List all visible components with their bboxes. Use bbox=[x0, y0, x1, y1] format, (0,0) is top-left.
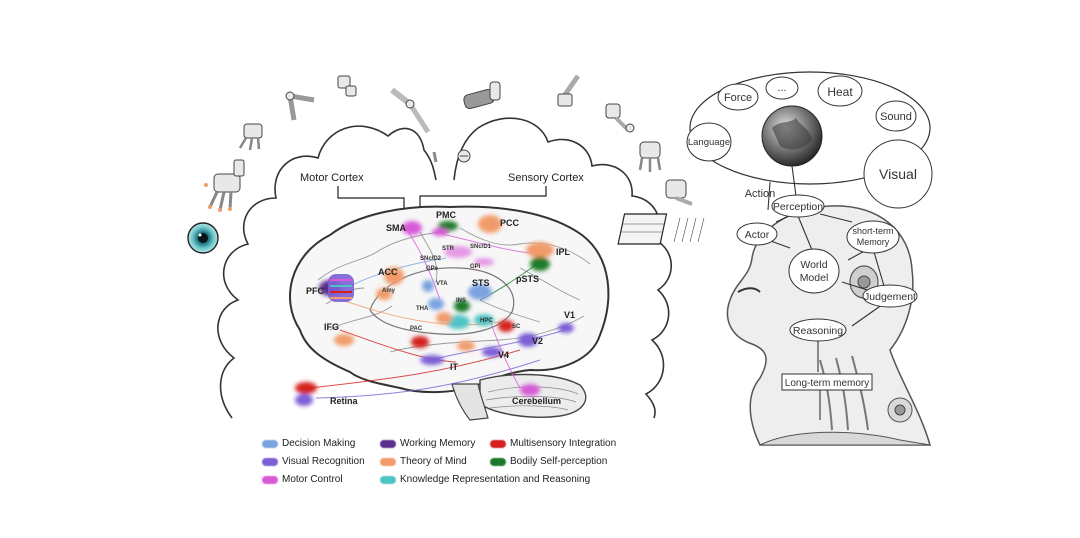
robot-arm-icon bbox=[557, 74, 581, 107]
label-ins: INS bbox=[456, 298, 466, 304]
robot-arm-icon bbox=[463, 81, 501, 110]
cortex-cloud-outline bbox=[217, 117, 672, 419]
label-psts: pSTS bbox=[516, 274, 539, 284]
legend-swatch bbox=[262, 475, 278, 484]
label-tha: THA bbox=[416, 306, 429, 312]
label-retina: Retina bbox=[330, 396, 359, 406]
label-pac: PAC bbox=[410, 326, 423, 332]
label-v4: V4 bbox=[498, 350, 509, 360]
legend-item: Knowledge Representation and Reasoning bbox=[380, 474, 590, 485]
node-ellipsis: ... bbox=[777, 82, 786, 94]
eye-icon bbox=[187, 222, 219, 254]
node-actor: Actor bbox=[745, 229, 770, 241]
label-sma: SMA bbox=[386, 223, 407, 233]
legend-label: Visual Recognition bbox=[282, 456, 365, 467]
node-perception: Perception bbox=[773, 201, 823, 213]
label-gpi: GPi bbox=[470, 264, 481, 270]
robot-hand-icon bbox=[204, 159, 245, 212]
legend-label: Knowledge Representation and Reasoning bbox=[400, 474, 591, 485]
node-reasoning: Reasoning bbox=[793, 325, 843, 337]
cognition-graph: Action Perception Actor short-term Memor… bbox=[736, 165, 918, 420]
region-blobs bbox=[295, 215, 574, 406]
sensory-cortex-label: Sensory Cortex bbox=[508, 172, 584, 184]
node-heat: Heat bbox=[827, 85, 853, 99]
label-pfc: PFC bbox=[306, 286, 325, 296]
node-action: Action bbox=[745, 188, 776, 200]
brainstem-shape bbox=[451, 383, 489, 421]
legend-item: Working Memory bbox=[380, 438, 475, 449]
label-sts: STS bbox=[472, 278, 490, 288]
label-it: IT bbox=[450, 362, 459, 372]
legend-swatch bbox=[380, 457, 396, 466]
legend-swatch bbox=[490, 457, 506, 466]
node-world-model-2: Model bbox=[800, 272, 829, 284]
legend-item: Visual Recognition bbox=[262, 456, 365, 467]
robot-arm-icon bbox=[665, 179, 693, 206]
legend-swatch bbox=[262, 457, 278, 466]
earth-globe-icon bbox=[761, 105, 823, 167]
node-short-term-1: short-term bbox=[852, 226, 893, 236]
label-vta: VTA bbox=[436, 281, 448, 287]
legend-swatch bbox=[380, 475, 396, 484]
label-amy: Amy bbox=[382, 288, 396, 294]
node-sound: Sound bbox=[880, 111, 912, 123]
motor-cortex-label: Motor Cortex bbox=[300, 172, 364, 184]
brain-diagram: SMA PMC PCC IPL ACC PFC IFG STS pSTS VTA… bbox=[289, 205, 610, 421]
label-acc: ACC bbox=[378, 267, 398, 277]
legend-item: Multisensory Integration bbox=[490, 438, 616, 449]
node-visual: Visual bbox=[879, 166, 917, 182]
limbic-loop bbox=[369, 267, 515, 335]
legend-label: Bodily Self-perception bbox=[510, 456, 608, 467]
sensor-chip-icon bbox=[617, 213, 705, 245]
robot-arm-icon bbox=[390, 87, 431, 134]
robot-hand-icon bbox=[638, 141, 662, 172]
legend-label: Working Memory bbox=[400, 438, 476, 449]
robot-hand-icon bbox=[238, 123, 263, 151]
node-judgement: Judgement bbox=[864, 291, 916, 303]
node-language: Language bbox=[688, 137, 730, 148]
label-v1: V1 bbox=[564, 310, 575, 320]
gripper-icon bbox=[337, 75, 357, 97]
legend-item: Motor Control bbox=[262, 474, 343, 485]
label-ipl: IPL bbox=[556, 247, 571, 257]
legend-label: Decision Making bbox=[282, 438, 356, 449]
legend-item: Bodily Self-perception bbox=[490, 456, 607, 467]
label-v2: V2 bbox=[532, 336, 543, 346]
gripper-icon bbox=[605, 103, 635, 133]
legend-swatch bbox=[380, 439, 396, 448]
robot-sketches bbox=[187, 74, 705, 254]
label-snc-d1: SNc/D1 bbox=[470, 244, 492, 250]
node-long-term-memory: Long-term memory bbox=[785, 378, 869, 389]
legend-label: Theory of Mind bbox=[400, 456, 467, 467]
cortex-labels: Motor Cortex Sensory Cortex bbox=[300, 172, 584, 210]
legend-swatch bbox=[490, 439, 506, 448]
node-short-term-2: Memory bbox=[857, 237, 890, 247]
pfc-stripes bbox=[328, 274, 354, 302]
label-cerebellum: Cerebellum bbox=[512, 396, 561, 406]
environment-cycle: Force ... Heat Sound Language Visual bbox=[686, 71, 933, 209]
label-hpc: HPC bbox=[480, 318, 493, 324]
node-force: Force bbox=[724, 92, 752, 104]
label-pcc: PCC bbox=[500, 218, 520, 228]
legend-label: Motor Control bbox=[282, 474, 343, 485]
legend-swatch bbox=[262, 439, 278, 448]
gripper-icon bbox=[432, 149, 471, 163]
label-ifg: IFG bbox=[324, 322, 339, 332]
node-world-model-1: World bbox=[800, 259, 827, 271]
label-sc: SC bbox=[512, 324, 521, 330]
legend-item: Theory of Mind bbox=[380, 456, 467, 467]
region-labels: SMA PMC PCC IPL ACC PFC IFG STS pSTS VTA… bbox=[306, 210, 575, 406]
label-gpe: GPe bbox=[426, 266, 439, 272]
legend-item: Decision Making bbox=[262, 438, 355, 449]
label-str: STR bbox=[442, 246, 455, 252]
label-snc-d2: SNc/D2 bbox=[420, 256, 442, 262]
robot-arm-icon bbox=[285, 91, 315, 121]
legend-label: Multisensory Integration bbox=[510, 438, 617, 449]
label-pmc: PMC bbox=[436, 210, 457, 220]
